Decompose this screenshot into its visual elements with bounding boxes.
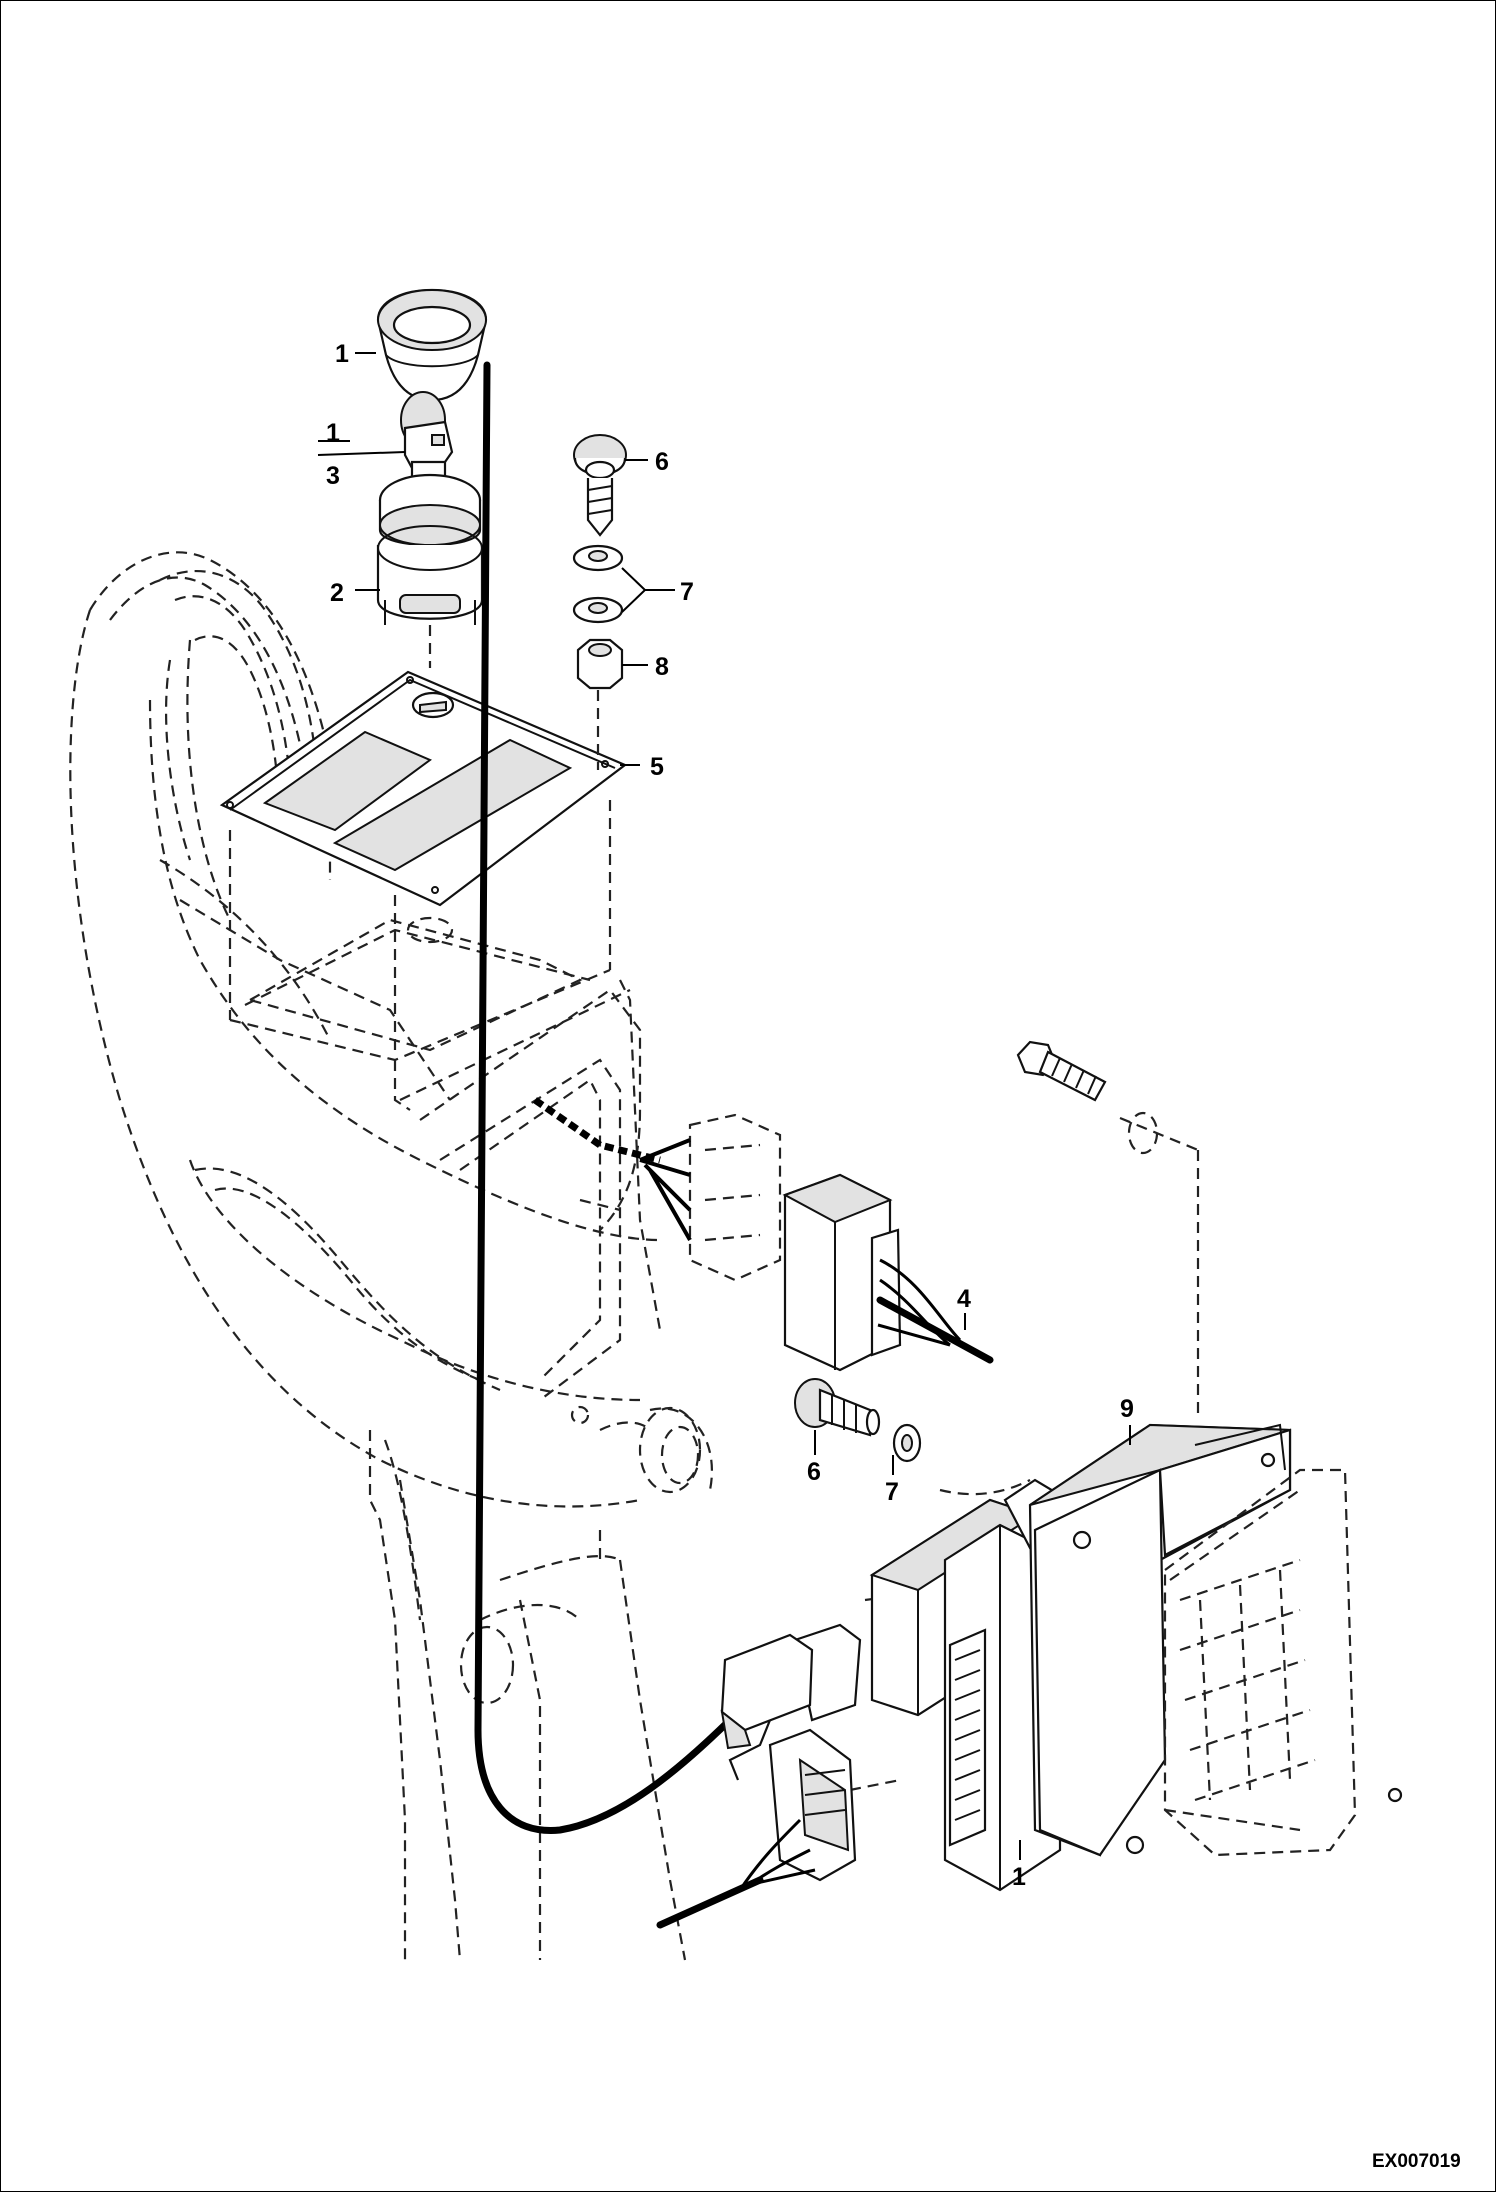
bezel-ring (376, 288, 488, 402)
callout-6-bolt-lower: 6 (807, 1458, 821, 1486)
bolt-lower (794, 1378, 881, 1437)
callout-labels: 1 1 3 2 6 7 8 5 4 9 6 7 1 (326, 340, 1134, 1891)
harness-plug (720, 1623, 862, 1781)
callout-4-connector: 4 (957, 1285, 971, 1313)
callout-1-control-unit: 1 (1012, 1863, 1026, 1891)
nut (576, 638, 624, 690)
callout-2-switch: 2 (330, 579, 344, 607)
callout-3-key: 3 (326, 462, 340, 490)
washers-top (572, 544, 624, 624)
harness-connector-small (533, 1097, 782, 1282)
callout-8-nut: 8 (655, 653, 669, 681)
callout-1-bezel: 1 (335, 340, 349, 368)
panel-plate (219, 670, 628, 907)
connector-lower (656, 1728, 857, 1929)
console-outline (69, 551, 713, 1961)
callout-5-plate: 5 (650, 753, 664, 781)
callout-7-washers-top: 7 (680, 578, 694, 606)
callout-1-key: 1 (326, 419, 340, 447)
leader-lines (317, 352, 1131, 1860)
callout-9-fusebox: 9 (1120, 1395, 1134, 1423)
connector-block (782, 1173, 994, 1372)
wire-harness (474, 361, 744, 1834)
bolt-right (1016, 1040, 1159, 1155)
fuse-box (1028, 1423, 1403, 1857)
bolt-top (573, 434, 627, 537)
washer-lower (892, 1423, 922, 1463)
drawing-code: EX007019 (1372, 2151, 1461, 2172)
callout-6-bolt-top: 6 (655, 448, 669, 476)
callout-7-washer-lower: 7 (885, 1478, 899, 1506)
ignition-switch (376, 473, 484, 625)
